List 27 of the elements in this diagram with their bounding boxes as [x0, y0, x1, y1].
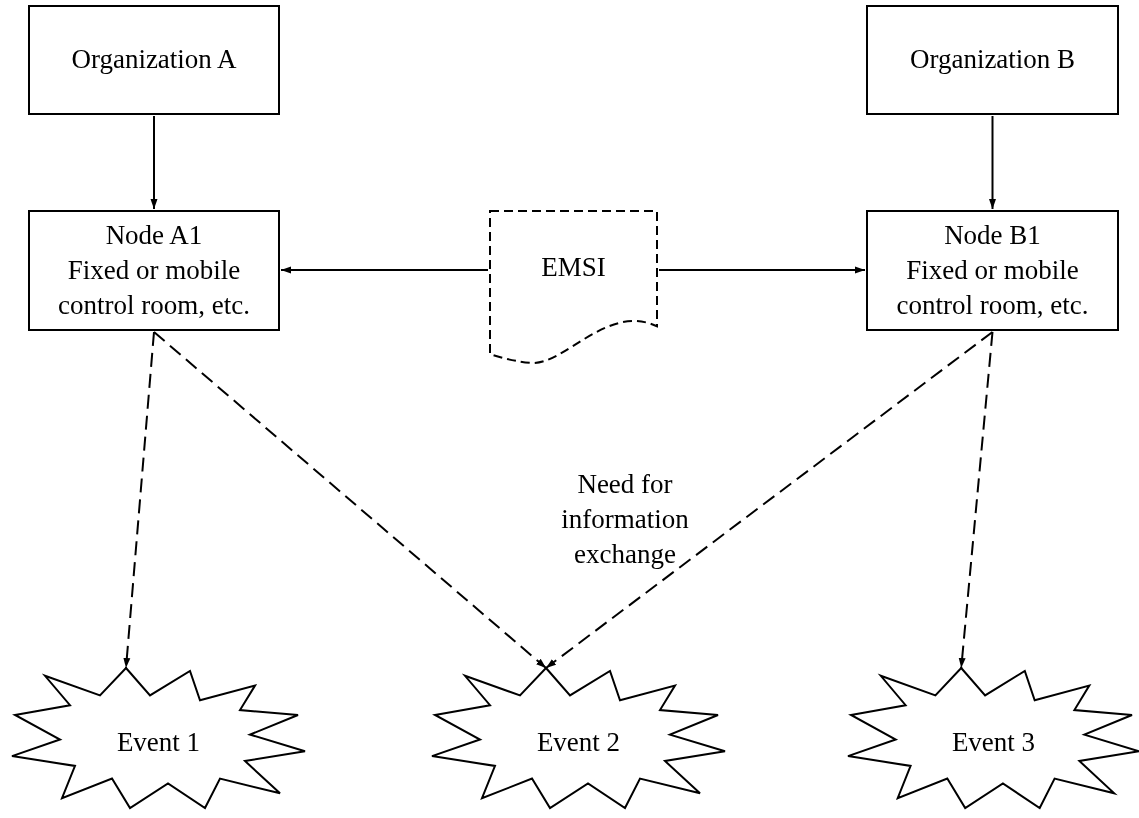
event-starburst [848, 668, 1139, 808]
arrow [658, 266, 866, 274]
process-box [28, 210, 280, 331]
event-starburst [432, 668, 725, 808]
arrow [123, 331, 155, 669]
node-label: EMSI [541, 251, 606, 284]
annotation-text: Need for information exchange [560, 468, 690, 572]
process-box [866, 5, 1119, 115]
event-starburst [12, 668, 305, 808]
arrow [153, 331, 547, 669]
node-label: Organization A [71, 43, 237, 77]
node-label: Event 2 [536, 726, 621, 760]
document-shape [489, 210, 658, 365]
arrow [150, 115, 158, 210]
node-label: Organization B [909, 43, 1076, 77]
node-description: Fixed or mobile control room, etc. [895, 253, 1090, 323]
arrow [958, 331, 994, 669]
arrow [545, 331, 994, 669]
arrow [989, 115, 996, 210]
process-box [866, 210, 1119, 331]
node-title: Node A1 [105, 218, 203, 252]
process-box [28, 5, 280, 115]
node-description: Fixed or mobile control room, etc. [57, 253, 251, 323]
node-label: Event 1 [116, 726, 201, 760]
node-label: Event 3 [951, 726, 1036, 760]
arrow [280, 266, 489, 274]
node-title: Node B1 [944, 218, 1041, 252]
